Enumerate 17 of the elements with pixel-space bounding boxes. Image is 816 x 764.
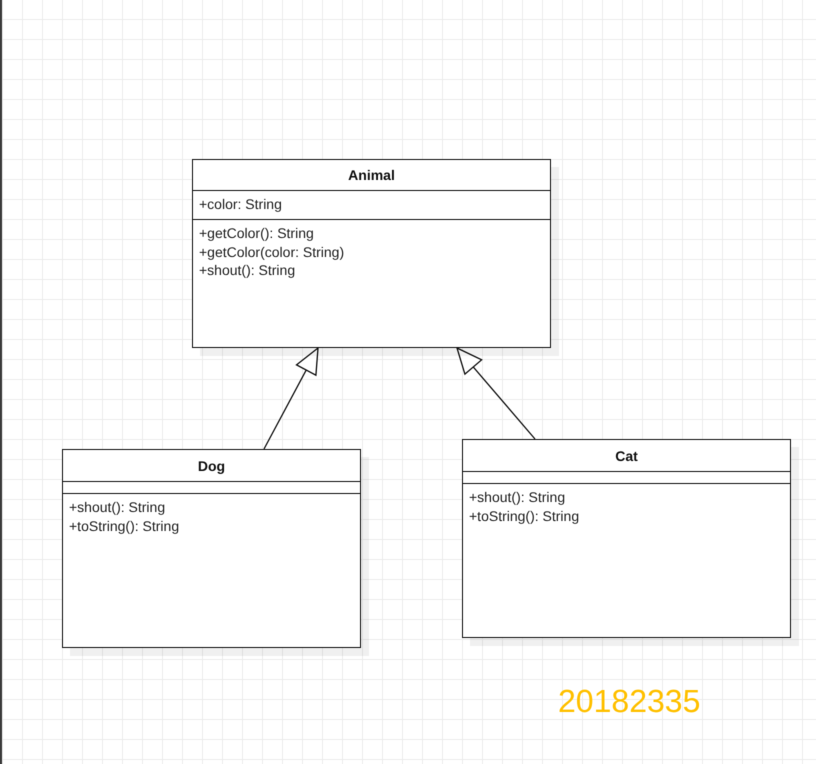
attribute-text: +color: String <box>199 195 282 214</box>
class-name: Cat <box>615 448 638 464</box>
class-box <box>462 439 791 638</box>
method-text: +toString(): String <box>69 516 180 535</box>
class-box <box>62 449 361 648</box>
class-box <box>192 159 551 348</box>
inheritance-arrow <box>263 347 319 450</box>
class-name: Animal <box>348 167 395 183</box>
number-label: 20182335 <box>558 685 700 717</box>
method-text: +shout(): String <box>469 488 566 506</box>
method-text: +getColor(color: String) <box>199 242 344 261</box>
inheritance-arrow <box>456 347 536 440</box>
class-name: Dog <box>198 458 226 474</box>
method-text: +shout(): String <box>199 261 296 280</box>
method-text: +getColor(): String <box>199 224 314 242</box>
method-text: +shout(): String <box>69 498 166 516</box>
method-text: +toString(): String <box>469 506 580 525</box>
